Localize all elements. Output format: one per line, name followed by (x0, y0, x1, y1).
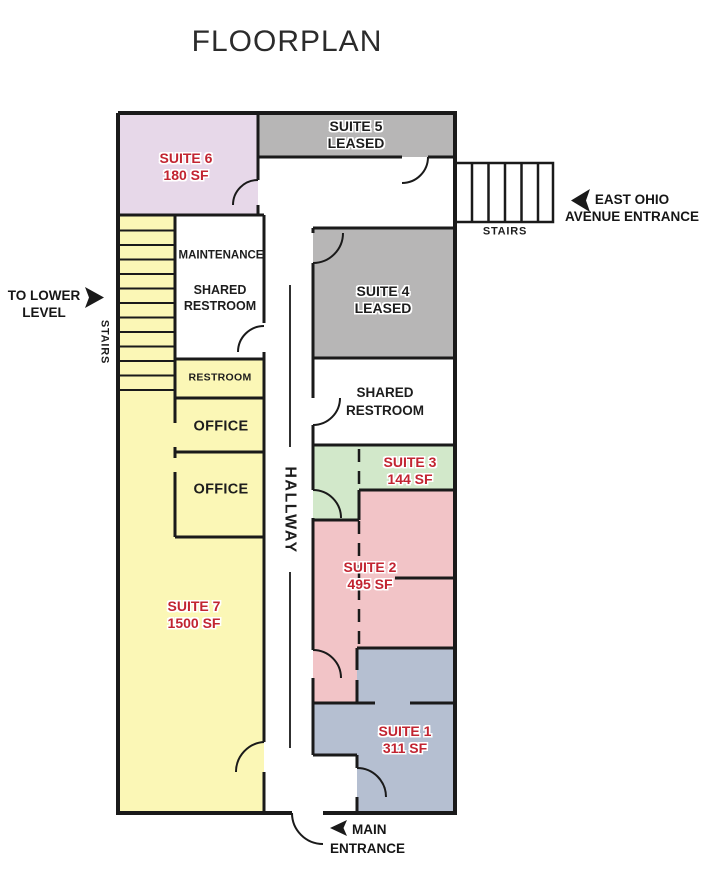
page-title: FLOORPLAN (191, 25, 383, 58)
door-arcs (232, 156, 429, 845)
stairs-left-label: STAIRS (98, 319, 111, 365)
to-lower-level-label: TO LOWER LEVEL (7, 288, 81, 320)
stairs-top-label: STAIRS (482, 225, 528, 238)
suite3-area (313, 445, 455, 490)
suite2-annex-area (313, 648, 357, 703)
exterior-walls (116, 111, 457, 815)
interior-stairs-steps (118, 229, 175, 391)
main-entrance-label: MAIN ENTRANCE (330, 820, 406, 856)
east-entrance-label: EAST OHIO AVENUE ENTRANCE (564, 192, 700, 224)
suite3-entry-area (313, 490, 359, 520)
arrow-right-icon (85, 287, 104, 313)
suite5-area (258, 113, 455, 157)
office-lower-label: OFFICE (193, 481, 249, 498)
exterior-stairs-top (453, 161, 555, 224)
hallway-label: HALLWAY (281, 466, 299, 554)
arrow-left-icon (330, 820, 347, 840)
restroom-label: RESTROOM (188, 371, 252, 384)
suite4-area (313, 228, 455, 358)
maintenance-label: MAINTENANCE (178, 249, 264, 262)
suite1-area (357, 648, 455, 813)
suite1-annex-area (313, 703, 357, 755)
arrow-left-icon (571, 189, 590, 217)
interior-walls (118, 113, 455, 813)
office-upper-label: OFFICE (193, 418, 249, 435)
maintenance-area (175, 215, 264, 359)
